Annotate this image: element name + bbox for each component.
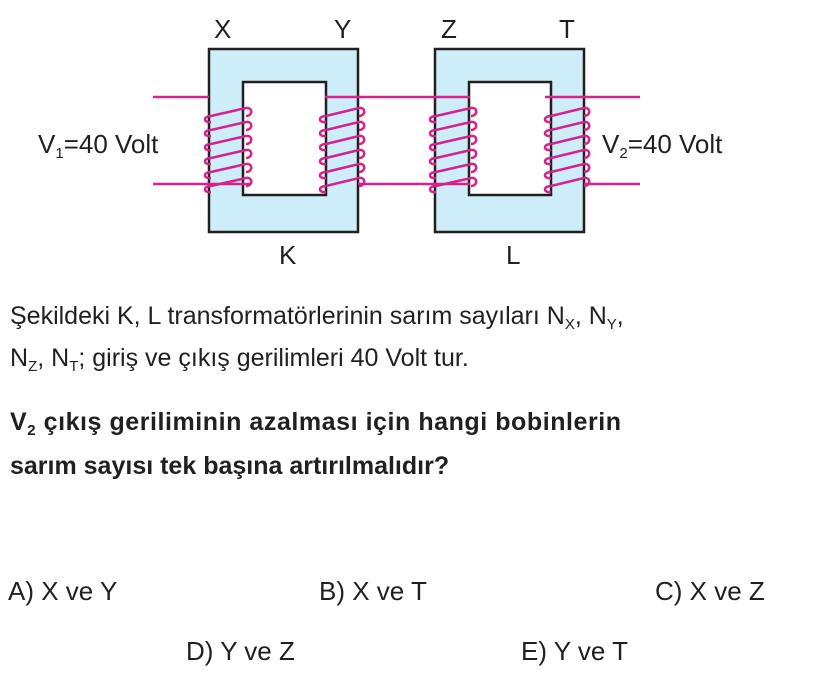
coil-label-x: X <box>214 14 232 44</box>
coil-label-y: Y <box>334 14 352 44</box>
coil-t <box>543 106 591 194</box>
question-line-2: NZ, NT; giriş ve çıkış gerilimleri 40 Vo… <box>10 344 469 375</box>
core-label-k: K <box>279 240 297 270</box>
option-d[interactable]: D) Y ve Z <box>186 636 295 666</box>
coil-x <box>203 106 253 194</box>
question-line-1: Şekildeki K, L transformatörlerinin sarı… <box>10 302 624 333</box>
transformer-diagram <box>153 47 640 234</box>
coil-label-z: Z <box>441 14 457 44</box>
output-voltage-label: V2=40 Volt <box>602 129 723 162</box>
question-prompt-line-1: V2 çıkış geriliminin azalması için hangi… <box>10 408 622 439</box>
option-e[interactable]: E) Y ve T <box>521 636 628 666</box>
option-b[interactable]: B) X ve T <box>319 576 427 606</box>
core-label-l: L <box>506 240 521 270</box>
input-voltage-label: V1=40 Volt <box>38 129 159 162</box>
option-c[interactable]: C) X ve Z <box>655 576 765 606</box>
core-k <box>207 47 360 234</box>
coil-y <box>318 106 366 194</box>
coil-z <box>428 106 478 194</box>
core-l <box>433 47 586 234</box>
question-prompt-line-2: sarım sayısı tek başına artırılmalıdır? <box>10 452 450 480</box>
wires <box>153 95 640 186</box>
coil-label-t: T <box>559 14 575 44</box>
option-a[interactable]: A) X ve Y <box>8 576 118 606</box>
